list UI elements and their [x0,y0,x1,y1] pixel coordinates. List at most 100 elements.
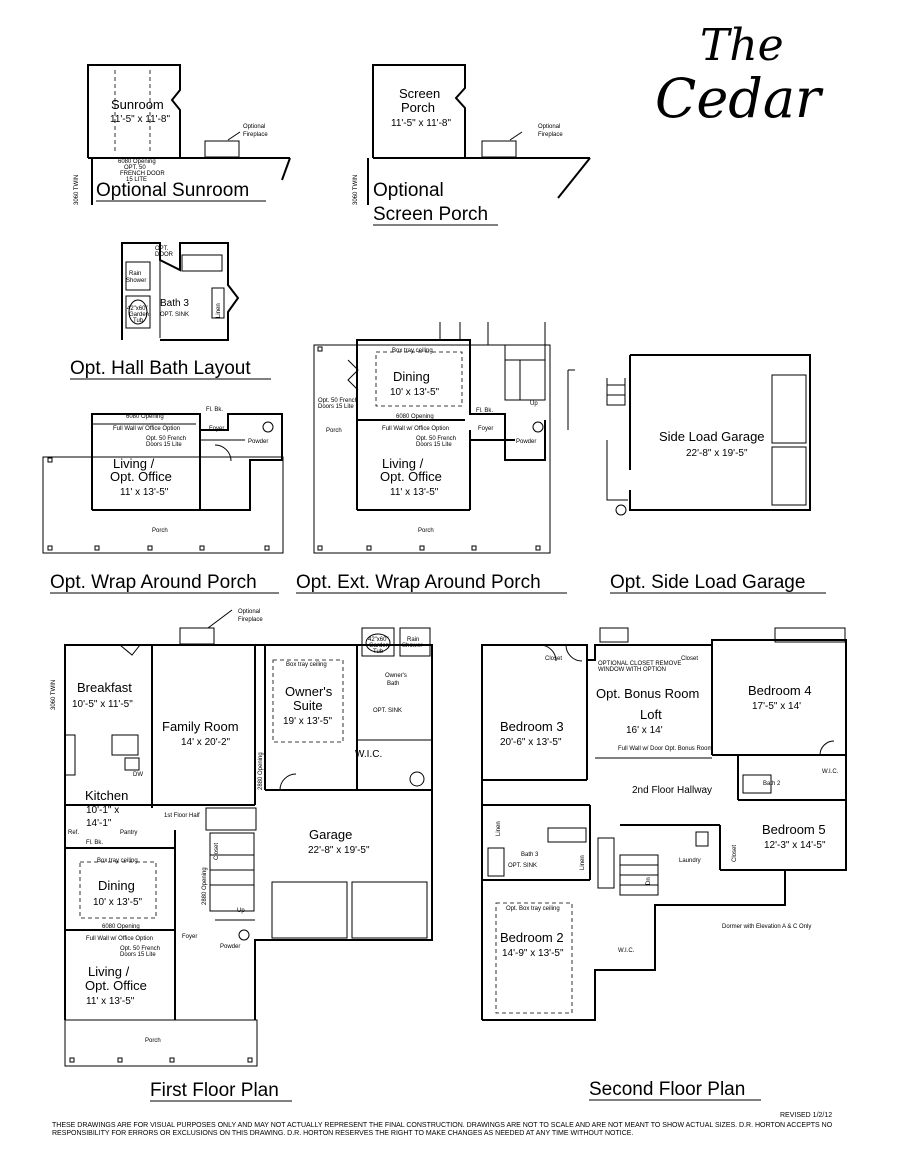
sunroom-opening-2: OPT. 50 [124,165,146,171]
wrap-living-label: Living / [113,456,155,471]
sunroom-dims: 11'-5" x 11'-8" [110,114,170,125]
hall-bath-label: Bath 3 [160,298,189,309]
ff-pantry: Pantry [120,830,137,836]
sf-bonus-label: Opt. Bonus Room [596,686,699,701]
hall-bath-shower-1: Rain [129,271,141,277]
ff-flbk: Fl. Bk. [86,840,103,846]
sunroom-fireplace-1: Optional [243,124,265,130]
sf-loft-dims: 16' x 14' [626,725,663,736]
ext-french-2: Doors 15 Lite [416,442,452,448]
ff-powder: Powder [220,944,240,950]
ext-living-label: Living / [382,456,424,471]
ff-fireplace-1: Optional [238,609,260,615]
ext-office-label: Opt. Office [380,469,442,484]
ff-wall: Full Wall w/ Office Option [86,936,153,942]
ff-kitchen-dims-2: 14'-1" [86,818,112,829]
sf-wic2: W.I.C. [618,948,635,954]
ff-office-label: Opt. Office [85,978,147,993]
ext-living-dims: 11' x 13'-5" [390,487,439,498]
ext-porch-side: Porch [326,428,342,434]
screen-porch-dims: 11'-5" x 11'-8" [391,118,451,129]
wrap-french-1: Opt. 50 French [146,436,186,442]
ext-side-french-1: Opt. 50 French [318,398,358,404]
ff-dining-tray: Box tray ceiling [97,858,138,864]
sf-bed4-dims: 17'-5" x 14' [752,701,801,712]
screen-porch-fireplace-2: Fireplace [538,132,563,138]
ext-up: Up [530,401,538,407]
ext-french-1: Opt. 50 French [416,436,456,442]
sf-laundry: Laundry [679,858,701,864]
sf-bed5-label: Bedroom 5 [762,822,826,837]
caption-screen-porch: Screen Porch [373,204,488,225]
ff-dw: DW [133,772,143,778]
screen-porch-label-1: Screen [399,86,440,101]
ff-owners-bath-2: Bath [387,681,399,687]
side-garage-dims: 22'-8" x 19'-5" [686,448,748,459]
caption-side-garage: Opt. Side Load Garage [610,572,805,593]
sunroom-opening-4: 15 LITE [126,177,147,183]
wrap-opening: 6080 Opening [126,414,164,420]
ff-dining-dims: 10' x 13'-5" [93,897,143,908]
ff-kitchen-dims-1: 10'-1" x [86,805,119,816]
ext-side-french-2: Doors 15 Lite [318,404,354,410]
sf-dormer: Dormer with Elevation A & C Only [722,924,811,930]
sf-bed3-label: Bedroom 3 [500,719,564,734]
ext-porch-label: Porch [418,528,434,534]
ff-family-dims: 14' x 20'-2" [181,737,231,748]
sunroom-label: Sunroom [111,97,164,112]
ff-breakfast-label: Breakfast [77,680,132,695]
caption-optional-sunroom: Optional Sunroom [96,180,249,201]
side-load-garage-plan: Side Load Garage 22'-8" x 19'-5" Opt. Si… [567,354,826,594]
caption-second-floor: Second Floor Plan [589,1079,745,1100]
ff-living-dims: 11' x 13'-5" [86,996,135,1007]
sf-sink: OPT. SINK [508,863,537,869]
ff-opening-3: 2880 Opening [202,867,208,905]
optional-screen-porch-plan: Screen Porch 11'-5" x 11'-8" Optional Fi… [353,64,591,226]
ff-foyer: Foyer [182,934,197,940]
wrap-french-2: Doors 15 Lite [146,442,182,448]
hall-bath-door-2: DOOR [155,252,174,258]
ff-breakfast-dims: 10'-5" x 11'-5" [72,699,133,710]
ff-french-2: Doors 15 Lite [120,952,156,958]
optional-sunroom-plan: Sunroom 11'-5" x 11'-8" Optional Firepla… [74,64,291,205]
sunroom-opening-1: 6080 Opening [118,159,156,165]
ext-wrap-porch-plan: Box tray ceiling Dining 10' x 13'-5" Liv… [296,322,567,594]
wrap-wall: Full Wall w/ Office Option [113,426,180,432]
ff-opening: 6080 Opening [102,924,140,930]
ff-owners-label: Owner's [285,684,333,699]
hall-bath-linen: Linen [216,303,222,318]
screen-porch-twin: 3060 TWIN [353,175,359,205]
caption-first-floor: First Floor Plan [150,1080,279,1101]
sf-closet-2: Closet [681,656,698,662]
disclaimer-text: THESE DRAWINGS ARE FOR VISUAL PURPOSES O… [52,1122,833,1137]
wrap-foyer-label: Foyer [209,426,224,432]
sf-bonus-note-1: OPTIONAL CLOSET REMOVE [598,661,681,667]
wrap-powder-label: Powder [248,439,268,445]
revised-date: REVISED 1/2/12 [780,1112,833,1119]
hall-bath-tub-3: Tub [133,318,144,324]
sf-bath2: Bath 2 [763,781,781,787]
ff-tray: Box tray ceiling [286,662,327,668]
ext-opening: 6080 Opening [396,414,434,420]
hall-bath-sink: OPT. SINK [160,312,189,318]
title-the: The [700,20,784,71]
sf-wic4: W.I.C. [822,769,839,775]
ext-tray: Box tray ceiling [392,348,433,354]
ff-living-label: Living / [88,964,130,979]
sf-bed2-tray: Opt. Box tray ceiling [506,906,560,912]
caption-hall-bath: Opt. Hall Bath Layout [70,358,251,379]
ext-powder-label: Powder [516,439,536,445]
ff-tub-3: Tub [373,649,384,655]
ff-wic: W.I.C. [355,749,382,760]
hall-bath-tub-1: 42"x60" [127,306,148,312]
side-garage-label: Side Load Garage [659,429,765,444]
ff-porch: Porch [145,1038,161,1044]
sf-linen1: Linen [496,821,502,836]
ff-twin: 3060 TWIN [51,680,57,710]
sf-bonus-wall: Full Wall w/ Door Opt. Bonus Room [618,746,712,752]
sunroom-twin: 3060 TWIN [74,175,80,205]
ff-french-1: Opt. 50 French [120,946,160,952]
ext-dining-label: Dining [393,369,430,384]
ff-owners-dims: 19' x 13'-5" [283,716,333,727]
